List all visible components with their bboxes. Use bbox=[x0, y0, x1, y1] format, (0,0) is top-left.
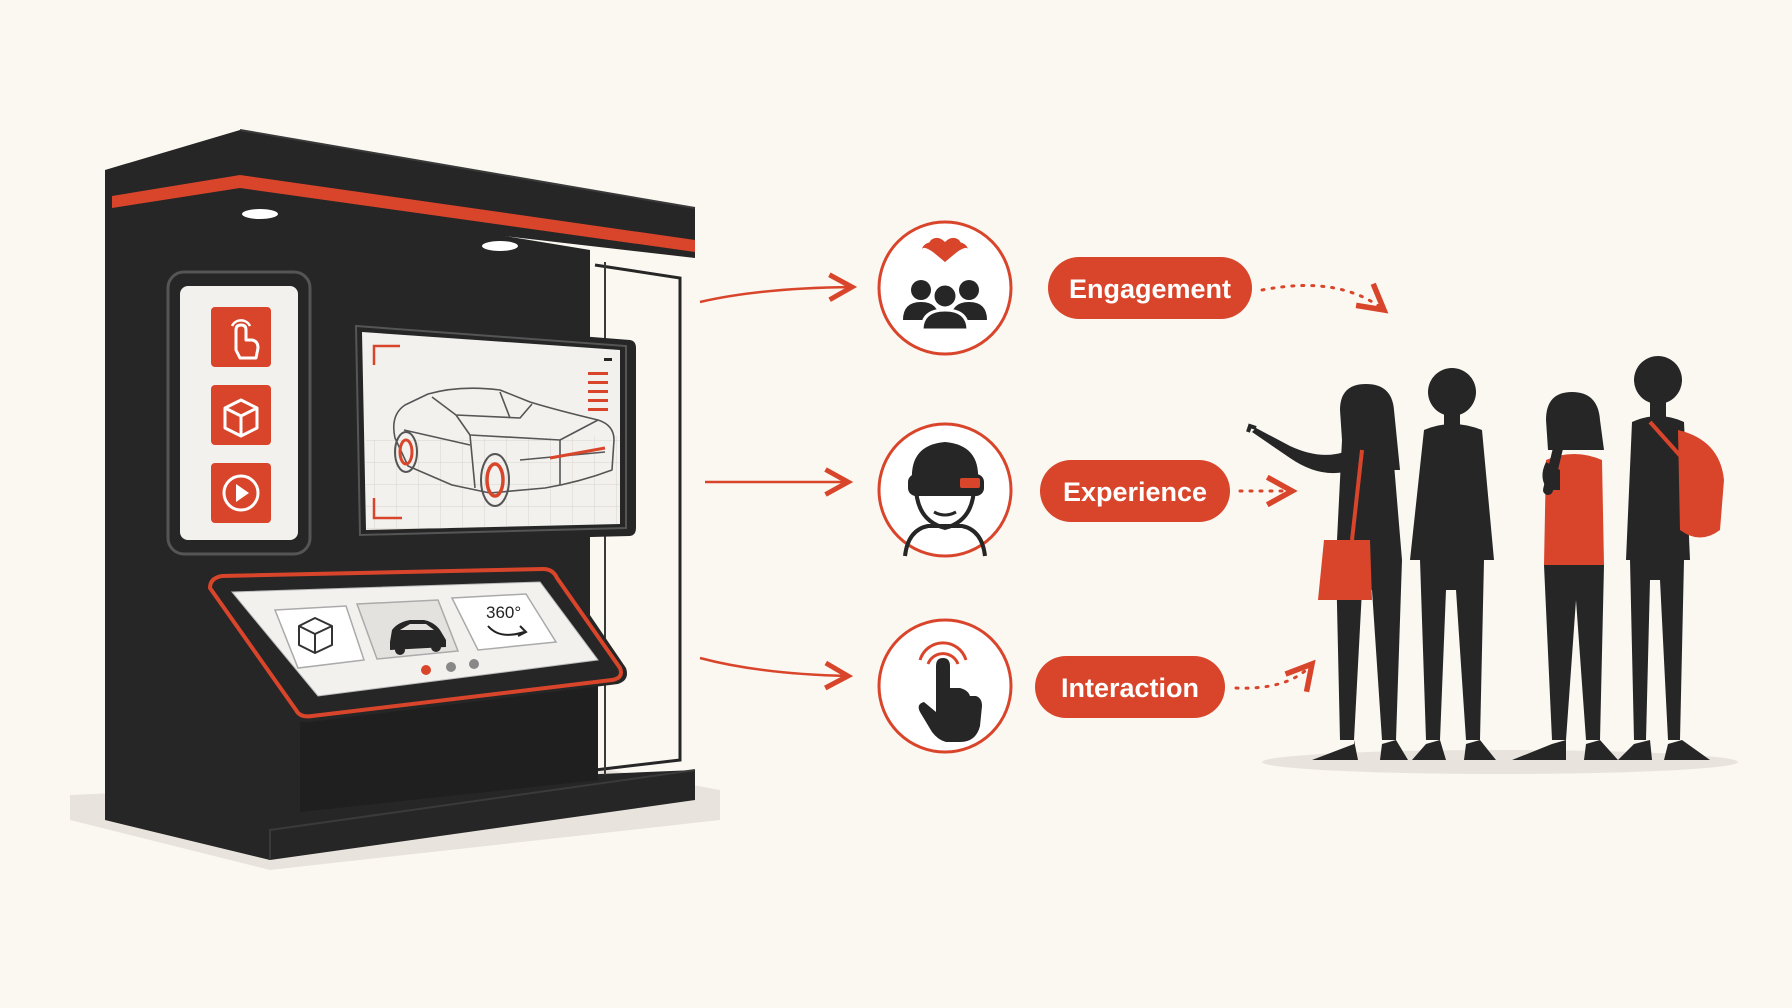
rotate-360-icon bbox=[487, 625, 525, 636]
dotted-arrow bbox=[1260, 286, 1384, 311]
badge-360-text: 360° bbox=[486, 603, 521, 622]
side-panel bbox=[166, 270, 312, 556]
experience-node bbox=[877, 422, 1013, 558]
interaction-label: Interaction bbox=[1061, 673, 1199, 703]
man bbox=[1410, 368, 1496, 760]
interaction-node bbox=[877, 618, 1013, 754]
flow-arrow bbox=[699, 656, 848, 676]
kiosk-tile-cube[interactable] bbox=[273, 605, 366, 669]
pager-dot[interactable] bbox=[446, 662, 456, 672]
audience-group bbox=[1246, 356, 1738, 774]
man-with-backpack bbox=[1618, 356, 1724, 760]
dotted-arrow bbox=[1234, 664, 1312, 688]
engagement-pill: Engagement bbox=[1048, 257, 1252, 319]
car-wheel bbox=[480, 453, 510, 507]
car-wheel bbox=[394, 431, 418, 473]
spotlight bbox=[482, 241, 518, 251]
audience-heart-icon bbox=[903, 237, 987, 332]
kiosk-tile-rotate-360[interactable]: 360° bbox=[450, 593, 558, 651]
pager-dot[interactable] bbox=[469, 659, 479, 669]
engagement-node bbox=[877, 220, 1013, 356]
touch-icon[interactable] bbox=[211, 307, 271, 367]
main-display bbox=[350, 318, 636, 543]
cube-icon[interactable] bbox=[211, 385, 271, 445]
touch-kiosk: 360° bbox=[206, 563, 627, 812]
vr-headset-person-icon bbox=[903, 442, 987, 557]
car-wireframe-icon bbox=[392, 387, 615, 494]
kiosk-tile-car[interactable] bbox=[355, 599, 460, 660]
pager-dot-active[interactable] bbox=[421, 665, 431, 675]
engagement-label: Engagement bbox=[1069, 274, 1231, 304]
interaction-pill: Interaction bbox=[1035, 656, 1225, 718]
experience-label: Experience bbox=[1063, 477, 1207, 507]
woman-with-tote-bag bbox=[1246, 384, 1408, 760]
flow-arrow bbox=[699, 287, 852, 304]
play-icon[interactable] bbox=[211, 463, 271, 523]
car-light-stripe bbox=[549, 446, 606, 460]
tap-hand-icon bbox=[918, 641, 982, 742]
display-readout bbox=[588, 358, 612, 411]
spotlight bbox=[242, 209, 278, 219]
experience-pill: Experience bbox=[1040, 460, 1230, 522]
woman-thinking bbox=[1512, 392, 1618, 760]
